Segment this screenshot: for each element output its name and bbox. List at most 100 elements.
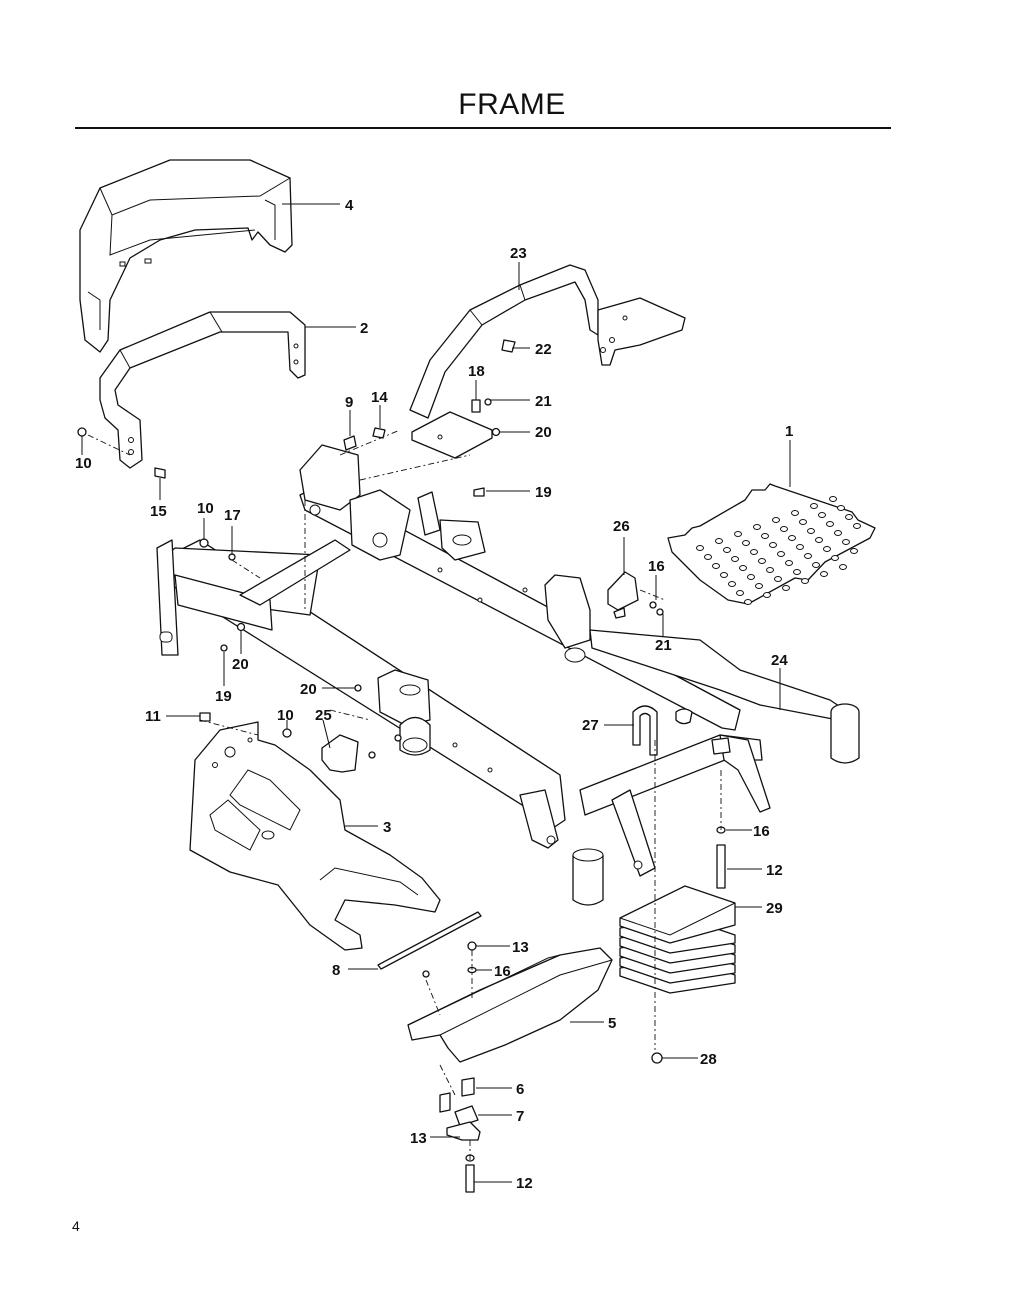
page-number: 4 <box>72 1218 80 1234</box>
callout-24: 24 <box>771 652 788 669</box>
callout-labels: 4 2 23 22 18 21 9 14 20 1 10 15 10 17 19… <box>75 197 793 1192</box>
floor-hole <box>766 567 774 573</box>
title-rule <box>75 127 891 129</box>
callout-20-left: 20 <box>232 656 249 673</box>
part-4-bumper-cover <box>79 159 293 353</box>
floor-hole <box>796 544 804 550</box>
part-29-weight-stack <box>619 885 736 994</box>
floor-plate-holes <box>696 496 861 605</box>
part-23-rops-tube <box>409 264 686 419</box>
floor-hole <box>774 576 782 582</box>
floor-hole <box>839 564 847 570</box>
floor-hole <box>804 553 812 559</box>
callout-21-mid: 21 <box>655 637 672 654</box>
callout-1: 1 <box>785 423 793 440</box>
fasteners <box>77 339 731 1193</box>
floor-hole <box>801 578 809 584</box>
floor-hole <box>758 558 766 564</box>
part-5-guard <box>407 947 613 1063</box>
floor-hole <box>829 496 837 502</box>
callout-29: 29 <box>766 900 783 917</box>
floor-hole <box>744 599 752 605</box>
floor-hole <box>739 565 747 571</box>
part-3-foot-pan <box>189 721 441 951</box>
callout-10-mid: 10 <box>197 500 214 517</box>
floor-hole <box>812 562 820 568</box>
callout-16-right: 16 <box>753 823 770 840</box>
part-6-spacer <box>439 1077 475 1113</box>
floor-hole <box>715 538 723 544</box>
leader-lines <box>81 203 791 1183</box>
callout-12-low: 12 <box>516 1175 533 1192</box>
assembly-lines <box>87 429 722 1160</box>
part-25-bracket <box>321 734 359 773</box>
callout-5: 5 <box>608 1015 616 1032</box>
callout-19-left: 19 <box>215 688 232 705</box>
floor-hole <box>763 592 771 598</box>
callout-7: 7 <box>516 1108 524 1125</box>
callout-6: 6 <box>516 1081 524 1098</box>
floor-hole <box>807 528 815 534</box>
page-title: FRAME <box>458 88 566 121</box>
part-13-bracket <box>446 1121 481 1141</box>
callout-13-top: 13 <box>512 939 529 956</box>
floor-hole <box>785 560 793 566</box>
callout-20-mid: 20 <box>300 681 317 698</box>
floor-hole <box>853 523 861 529</box>
part-8-strip <box>377 911 482 970</box>
callout-16-top: 16 <box>648 558 665 575</box>
callout-22: 22 <box>535 341 552 358</box>
floor-hole <box>791 510 799 516</box>
floor-hole <box>712 563 720 569</box>
callout-27: 27 <box>582 717 599 734</box>
floor-hole <box>826 521 834 527</box>
part-2-bumper-frame <box>99 311 306 469</box>
part-24-main-frame <box>156 444 860 906</box>
floor-hole <box>772 517 780 523</box>
floor-hole <box>750 549 758 555</box>
callout-20-top: 20 <box>535 424 552 441</box>
callout-8: 8 <box>332 962 340 979</box>
callout-9: 9 <box>345 394 353 411</box>
callout-17: 17 <box>224 507 241 524</box>
floor-hole <box>831 555 839 561</box>
floor-hole <box>728 581 736 587</box>
callout-11: 11 <box>145 708 161 725</box>
floor-hole <box>747 574 755 580</box>
callout-10-low: 10 <box>277 707 294 724</box>
floor-hole <box>782 585 790 591</box>
callout-2: 2 <box>360 320 368 337</box>
callout-25: 25 <box>315 707 332 724</box>
callout-28: 28 <box>700 1051 717 1068</box>
callout-18: 18 <box>468 363 485 380</box>
floor-hole <box>704 554 712 560</box>
floor-hole <box>720 572 728 578</box>
floor-hole <box>761 533 769 539</box>
callout-10-left: 10 <box>75 455 92 472</box>
callout-21-top: 21 <box>535 393 552 410</box>
floor-hole <box>736 590 744 596</box>
floor-hole <box>731 556 739 562</box>
callout-16-low: 16 <box>494 963 511 980</box>
floor-hole <box>777 551 785 557</box>
callout-26: 26 <box>613 518 630 535</box>
floor-hole <box>755 583 763 589</box>
floor-hole <box>734 531 742 537</box>
floor-hole <box>845 514 853 520</box>
floor-hole <box>850 548 858 554</box>
floor-hole <box>818 512 826 518</box>
part-bracket-upper <box>411 411 493 459</box>
floor-hole <box>769 542 777 548</box>
floor-hole <box>696 545 704 551</box>
callout-14: 14 <box>371 389 388 406</box>
floor-hole <box>810 503 818 509</box>
floor-hole <box>742 540 750 546</box>
part-7-plate <box>454 1105 479 1127</box>
floor-hole <box>788 535 796 541</box>
floor-hole <box>837 505 845 511</box>
floor-hole <box>780 526 788 532</box>
callout-15: 15 <box>150 503 167 520</box>
callout-19-top: 19 <box>535 484 552 501</box>
callout-23: 23 <box>510 245 527 262</box>
